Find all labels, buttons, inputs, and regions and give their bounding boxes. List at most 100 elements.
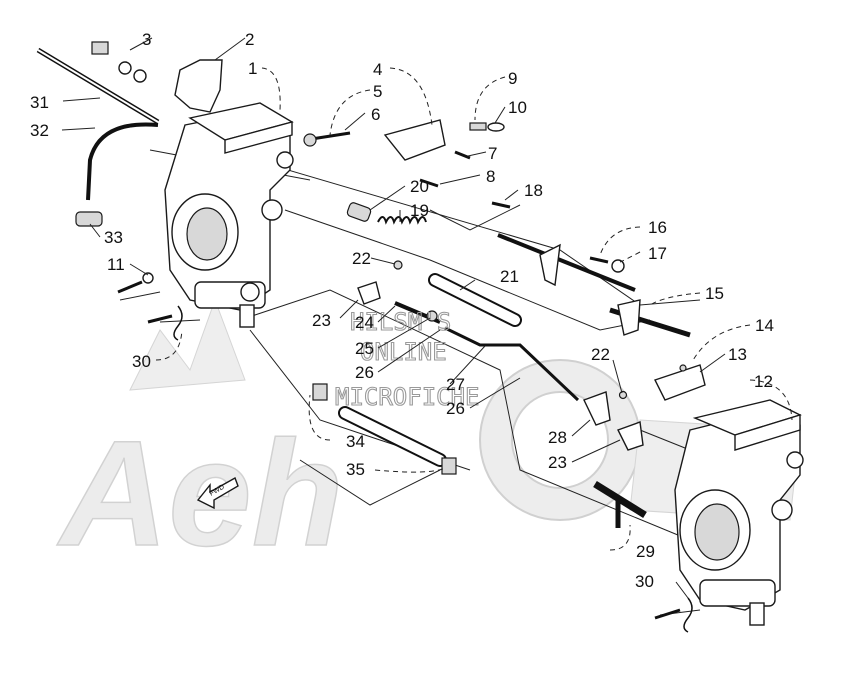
screw-16 bbox=[589, 256, 609, 264]
parts bbox=[36, 41, 706, 633]
hose-clip-33 bbox=[75, 211, 103, 227]
linkage-plate-4 bbox=[383, 119, 446, 161]
clamp-35b bbox=[441, 457, 457, 475]
leader-9 bbox=[474, 76, 506, 121]
leader-23a bbox=[339, 299, 359, 319]
screw-7 bbox=[454, 150, 471, 160]
bracket-28 bbox=[583, 391, 611, 426]
callout-31: 31 bbox=[30, 93, 49, 112]
carburetor-bore-inner bbox=[694, 503, 740, 561]
leader-14 bbox=[691, 324, 751, 363]
carburetor-bore-inner bbox=[186, 207, 228, 261]
guide-line bbox=[159, 319, 201, 323]
callout-19: 19 bbox=[410, 201, 429, 220]
carburetor-top-cover-side bbox=[734, 414, 801, 451]
watermark-text: HILSM'S ONLINE MICROFICHE bbox=[334, 307, 480, 411]
callout-18: 18 bbox=[524, 181, 543, 200]
callout-12: 12 bbox=[754, 372, 773, 391]
leader-12 bbox=[749, 379, 793, 421]
callout-15: 15 bbox=[705, 284, 724, 303]
leader-1 bbox=[261, 67, 281, 111]
callout-13: 13 bbox=[728, 345, 747, 364]
leader-23b bbox=[571, 439, 621, 463]
tube-21-fill bbox=[430, 275, 520, 325]
leader-22a bbox=[370, 257, 396, 265]
screw-5-head bbox=[303, 133, 317, 147]
watermark-rider bbox=[129, 298, 246, 391]
leader-20 bbox=[369, 185, 406, 211]
bowl-screw bbox=[240, 282, 260, 302]
plate-13 bbox=[654, 364, 706, 401]
callout-8: 8 bbox=[486, 167, 495, 186]
shaft-15-lever bbox=[617, 299, 641, 336]
callout-4: 4 bbox=[373, 60, 382, 79]
callout-22b: 22 bbox=[591, 345, 610, 364]
screw-30a bbox=[147, 314, 173, 324]
left-carburetor bbox=[164, 102, 294, 328]
leader-30b bbox=[675, 581, 689, 599]
right-carburetor bbox=[674, 399, 804, 626]
guide-line bbox=[639, 429, 691, 451]
callout-32: 32 bbox=[30, 121, 49, 140]
fitting-23b bbox=[617, 421, 644, 451]
screw-3 bbox=[91, 41, 109, 55]
callout-2: 2 bbox=[245, 30, 254, 49]
callout-33: 33 bbox=[104, 228, 123, 247]
screw-8 bbox=[419, 178, 439, 188]
callout-23b: 23 bbox=[548, 453, 567, 472]
guide-line bbox=[284, 209, 651, 331]
leader-33 bbox=[89, 223, 101, 238]
guide-line bbox=[119, 291, 161, 301]
forward-arrow: FWD bbox=[196, 476, 239, 510]
callout-26a: 26 bbox=[355, 363, 374, 382]
leader-35 bbox=[374, 467, 446, 473]
fuel-tee-29 bbox=[593, 481, 647, 518]
leader-29 bbox=[609, 524, 631, 551]
callout-1: 1 bbox=[248, 59, 257, 78]
callout-17: 17 bbox=[648, 244, 667, 263]
callout-24: 24 bbox=[355, 313, 374, 332]
callout-26b: 26 bbox=[446, 399, 465, 418]
leader-30a bbox=[155, 329, 183, 361]
guide-line bbox=[299, 459, 441, 506]
callout-7: 7 bbox=[488, 144, 497, 163]
leader-11 bbox=[129, 263, 149, 276]
throttle-shaft bbox=[497, 233, 636, 292]
callout-34: 34 bbox=[346, 432, 365, 451]
tube-34-fill bbox=[340, 408, 445, 465]
drain-nozzle bbox=[239, 304, 255, 328]
clip-30a bbox=[173, 305, 183, 341]
washer-3b bbox=[133, 69, 147, 83]
screw-30b bbox=[654, 608, 681, 620]
long-screw-31-highlight bbox=[37, 49, 159, 123]
fwd-arrow-shape bbox=[196, 476, 239, 510]
idle-screw-boss bbox=[276, 151, 294, 169]
carburetor-top-cover-side bbox=[224, 121, 293, 154]
vent-hose-32 bbox=[86, 122, 159, 201]
float-bowl bbox=[699, 579, 776, 607]
leader-3 bbox=[129, 37, 153, 51]
fitting-22 bbox=[393, 260, 403, 270]
callout-20: 20 bbox=[410, 177, 429, 196]
leader-28 bbox=[571, 419, 591, 437]
leader-lines bbox=[61, 37, 793, 599]
leader-15 bbox=[649, 292, 701, 306]
callout-16: 16 bbox=[648, 218, 667, 237]
clip-30b bbox=[683, 597, 693, 633]
callout-11: 11 bbox=[107, 255, 125, 274]
callout-3: 3 bbox=[142, 30, 151, 49]
clamp-35a bbox=[312, 383, 328, 401]
callout-21: 21 bbox=[500, 267, 519, 286]
guide-line bbox=[219, 149, 701, 306]
leader-18 bbox=[504, 189, 519, 201]
leader-17 bbox=[619, 251, 641, 263]
leader-4 bbox=[389, 67, 433, 126]
callout-5: 5 bbox=[373, 82, 382, 101]
screw-14 bbox=[679, 364, 687, 372]
drain-nozzle bbox=[749, 602, 765, 626]
rod-27 bbox=[444, 326, 580, 402]
callout-25: 25 bbox=[355, 339, 374, 358]
watermark-logo: Aeh bbox=[55, 298, 801, 578]
fitting-22b bbox=[618, 390, 628, 400]
